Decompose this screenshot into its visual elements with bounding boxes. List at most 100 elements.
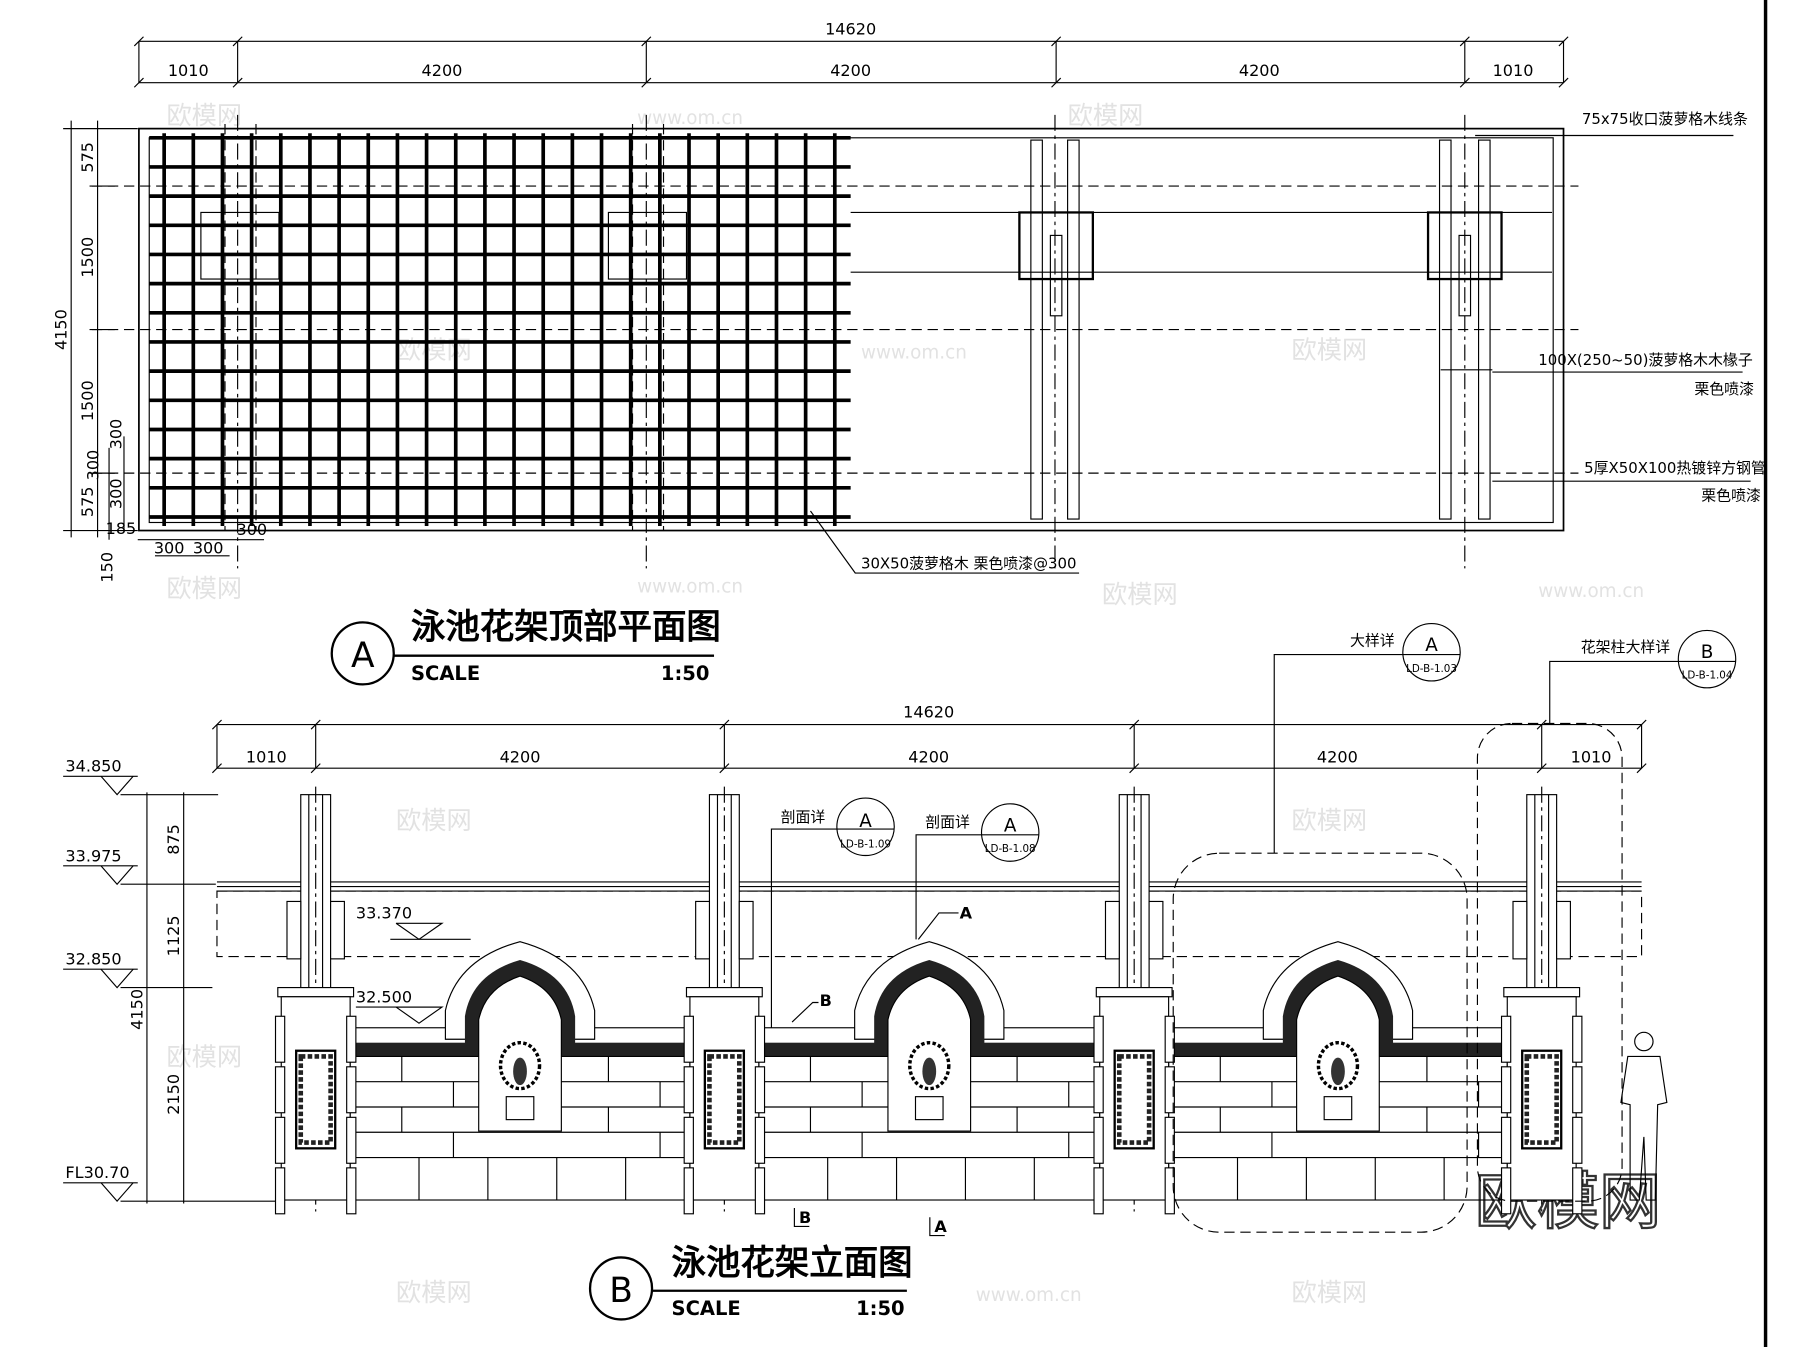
svg-text:150: 150 [98, 552, 117, 583]
svg-text:www.om.cn: www.om.cn [637, 108, 743, 129]
svg-text:A: A [1425, 635, 1438, 656]
svg-text:300: 300 [193, 538, 224, 557]
svg-text:300: 300 [107, 478, 126, 509]
plan-view: 14620 1010 4200 4200 4200 1010 4150 575 … [52, 19, 1766, 686]
dim-tick [211, 763, 222, 774]
dim-tick [641, 77, 652, 88]
svg-text:14620: 14620 [903, 703, 954, 722]
dim-tick [211, 719, 222, 730]
peacock-body [1331, 1057, 1345, 1086]
column-box [1018, 211, 1095, 281]
svg-text:300: 300 [107, 419, 126, 450]
pedestal [1323, 1096, 1353, 1121]
batten-grid [149, 124, 851, 531]
svg-text:www.om.cn: www.om.cn [1538, 581, 1644, 602]
quoin [346, 1167, 357, 1215]
svg-text:1010: 1010 [1493, 61, 1534, 80]
quoin [754, 1167, 766, 1215]
callout-detail-a: 大样详 A LD-B-1.03 [1273, 622, 1461, 854]
svg-text:4200: 4200 [908, 747, 949, 766]
quoin [1093, 1116, 1104, 1164]
quoin [1500, 1066, 1512, 1114]
svg-text:LD-B-1.08: LD-B-1.08 [985, 843, 1036, 855]
rafter [1438, 139, 1452, 520]
elevation-title: 泳池花架立面图 [672, 1244, 913, 1284]
level-triangle [100, 968, 134, 989]
quoin [1164, 1066, 1175, 1114]
svg-text:花架柱大样详: 花架柱大样详 [1581, 638, 1671, 656]
svg-text:185: 185 [106, 519, 137, 538]
detail-callouts: 剖面详 A LD-B-1.09 剖面详 A LD-B-1.08 大样详 A LD… [770, 622, 1737, 1233]
bracket [1104, 900, 1120, 960]
quoin [1093, 1167, 1104, 1215]
svg-text:300: 300 [84, 450, 103, 481]
svg-text:欧模网: 欧模网 [166, 1043, 242, 1072]
quoin [346, 1116, 357, 1164]
plan-notes: 75x75收口菠萝格木线条 100X(250~50)菠萝格木木椽子 栗色喷漆 5… [809, 110, 1766, 574]
pedestal [505, 1096, 535, 1121]
dim-tick [1558, 77, 1569, 88]
dim-tick [1129, 763, 1140, 774]
dim-tick [1536, 719, 1547, 730]
svg-text:剖面详: 剖面详 [781, 808, 826, 826]
level-triangle [100, 775, 134, 796]
dim-tick [1536, 763, 1547, 774]
svg-text:575: 575 [78, 142, 97, 173]
svg-text:欧模网: 欧模网 [1291, 1278, 1367, 1307]
ornament-carving [1116, 1054, 1152, 1145]
dim-tick [1459, 77, 1470, 88]
dim-tick [1636, 719, 1647, 730]
svg-text:LD-B-1.09: LD-B-1.09 [840, 838, 891, 850]
bracket [286, 900, 302, 960]
level-triangle [100, 1182, 134, 1203]
rafters [91, 114, 1579, 569]
svg-text:1500: 1500 [78, 380, 97, 421]
svg-text:1010: 1010 [168, 61, 209, 80]
post [1049, 234, 1063, 317]
column-cap [1503, 986, 1581, 998]
bracket [1556, 900, 1571, 960]
svg-text:欧模网: 欧模网 [1068, 101, 1144, 130]
quoin [1093, 1066, 1104, 1114]
dim-tick [641, 36, 652, 47]
dim-tick [133, 77, 144, 88]
plan-title-block: A 泳池花架顶部平面图 SCALE 1:50 [330, 607, 721, 686]
dim-tick [1459, 36, 1470, 47]
dim-tick [719, 719, 730, 730]
svg-text:4200: 4200 [830, 61, 871, 80]
column-box [607, 211, 688, 280]
elevation-marker: B [609, 1271, 633, 1311]
quoin [754, 1066, 766, 1114]
note-batten: 30X50菠萝格木 栗色喷漆@300 [861, 554, 1076, 572]
bracket [695, 900, 711, 960]
dim-tick [1051, 36, 1062, 47]
human-figure [1620, 1055, 1668, 1201]
quoin [346, 1066, 357, 1114]
dim-tick [1636, 763, 1647, 774]
callout-section-1: 剖面详 A LD-B-1.09 [770, 797, 895, 1028]
dim-tick [232, 36, 243, 47]
elevation-view: 14620 1010 4200 4200 4200 1010 4150 875 … [63, 622, 1737, 1321]
quoin [346, 1015, 357, 1063]
svg-text:1:50: 1:50 [661, 662, 710, 685]
quoin [1164, 1167, 1175, 1215]
svg-text:剖面详: 剖面详 [925, 813, 970, 831]
level-label: 32.850 [65, 950, 121, 969]
svg-text:欧模网: 欧模网 [396, 1278, 472, 1307]
quoin [1500, 1116, 1512, 1164]
dim-tick [310, 719, 321, 730]
plan-marker: A [351, 636, 375, 676]
svg-text:www.om.cn: www.om.cn [637, 577, 743, 598]
quoin [1572, 1015, 1583, 1063]
svg-text:32.500: 32.500 [356, 987, 412, 1006]
ornament-carving [298, 1054, 333, 1145]
rafter [1067, 139, 1080, 520]
svg-text:1010: 1010 [246, 747, 287, 766]
svg-text:875: 875 [164, 824, 183, 855]
level-label: FL30.70 [65, 1163, 129, 1182]
svg-text:33.370: 33.370 [356, 904, 412, 923]
svg-text:欧模网: 欧模网 [1291, 335, 1367, 364]
rafter [1477, 139, 1491, 520]
quoin [1164, 1116, 1175, 1164]
